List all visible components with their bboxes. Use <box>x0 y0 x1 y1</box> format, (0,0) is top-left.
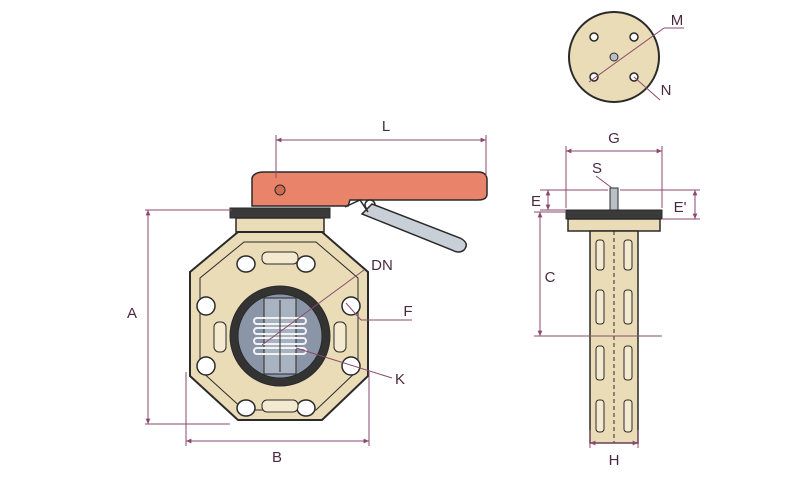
label-E-prime: E' <box>674 199 687 216</box>
side-rib <box>623 345 633 381</box>
side-rib <box>623 289 633 325</box>
side-rib <box>595 345 605 381</box>
leader-DN: DN <box>261 257 393 346</box>
rib <box>261 251 299 265</box>
side-rib <box>623 239 633 271</box>
leader-F: F <box>345 302 413 321</box>
leader-F-diag <box>345 302 362 321</box>
label-E: E <box>531 193 541 210</box>
side-neck <box>567 218 661 232</box>
dimension-A: A <box>127 209 232 425</box>
leader-K-line <box>295 347 393 379</box>
valve-body <box>189 231 369 421</box>
leader-S-line <box>595 175 613 189</box>
bolt-hole <box>296 255 316 273</box>
label-G: G <box>608 130 620 147</box>
rib <box>333 321 347 353</box>
dimension-L: L <box>275 118 487 178</box>
label-L: L <box>382 118 390 135</box>
flange-top-view: M N <box>568 11 684 103</box>
side-rib <box>595 289 605 325</box>
side-view: G S E E' C H <box>531 130 700 469</box>
bolt-hole <box>196 356 216 376</box>
leader-N-line <box>633 76 661 101</box>
label-H: H <box>609 452 620 469</box>
side-top-flange <box>565 209 663 220</box>
side-rib <box>595 239 605 271</box>
label-F: F <box>403 303 412 320</box>
label-C: C <box>545 269 556 286</box>
flange-bolt-holes <box>589 32 639 82</box>
bolt-hole <box>341 296 361 316</box>
bolt-hole <box>196 296 216 316</box>
rib <box>261 399 299 413</box>
bolt-hole <box>296 399 316 417</box>
front-view: L A B DN F K <box>127 118 488 466</box>
label-S: S <box>592 160 602 177</box>
leader-DN-line <box>261 269 365 346</box>
leader-M-line <box>588 27 665 83</box>
side-ribs <box>595 239 633 433</box>
body-ribs <box>213 251 347 413</box>
flange-center-shaft <box>609 52 619 62</box>
label-B: B <box>272 449 282 466</box>
handle-spring <box>344 199 369 213</box>
rib <box>213 321 227 353</box>
handle <box>229 171 488 253</box>
handle-lever <box>251 171 488 207</box>
dimension-B: B <box>185 372 370 466</box>
side-shaft <box>609 187 619 211</box>
label-DN: DN <box>371 257 393 274</box>
bolt-hole <box>341 356 361 376</box>
flange-bolt-hole <box>589 32 599 42</box>
handle-trigger <box>360 203 467 253</box>
leader-K: K <box>295 347 405 388</box>
label-M: M <box>671 12 684 29</box>
neck <box>235 217 325 233</box>
flange-bolt-hole <box>629 32 639 42</box>
bolt-holes <box>196 255 361 417</box>
handle-pivot <box>274 184 286 196</box>
top-flange <box>229 207 331 219</box>
bolt-hole <box>236 399 256 417</box>
label-N: N <box>661 82 672 99</box>
side-rib <box>623 399 633 433</box>
label-K: K <box>395 371 405 388</box>
flange-bolt-hole <box>589 72 599 82</box>
label-A: A <box>127 305 137 322</box>
side-rib <box>595 399 605 433</box>
bolt-hole <box>236 255 256 273</box>
